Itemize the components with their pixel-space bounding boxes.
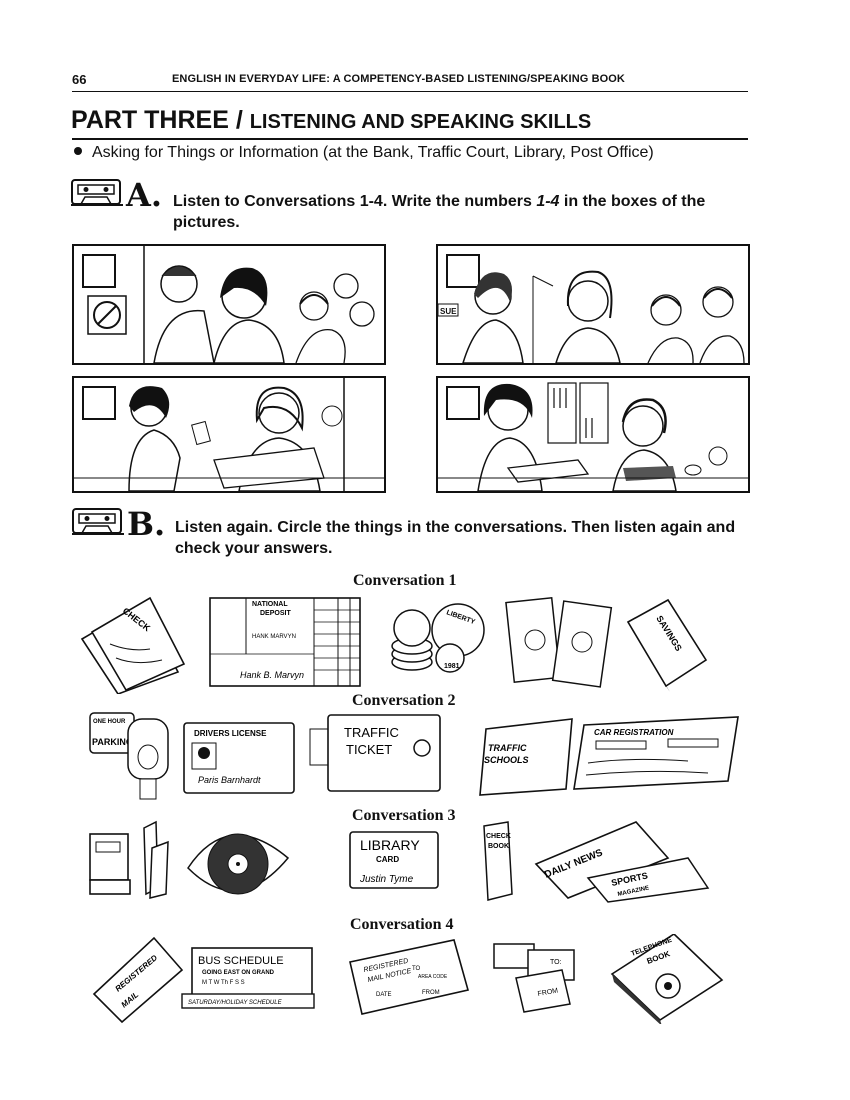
section-a-instruction-numbers: 1-4 <box>536 193 560 210</box>
page-number: 66 <box>72 72 87 87</box>
schools-label-2: SCHOOLS <box>484 755 529 765</box>
checkbook-label-2: BOOK <box>488 843 509 850</box>
section-b-instruction: Listen again. Circle the things in the c… <box>175 519 736 557</box>
picture-post-office-scene <box>436 376 750 493</box>
traffic-ticket-item[interactable]: TRAFFIC TICKET <box>309 714 441 792</box>
records-item[interactable] <box>187 833 290 895</box>
bus-schedule-item[interactable]: BUS SCHEDULE GOING EAST ON GRAND M T W T… <box>181 947 315 1009</box>
traffic-court-illustration: SUE <box>438 270 745 363</box>
answer-box-2[interactable] <box>446 254 480 288</box>
library-scene-illustration <box>74 378 384 491</box>
conversation-3-label: Conversation 3 <box>352 807 456 824</box>
library-card-item[interactable]: LIBRARY CARD Justin Tyme <box>349 831 439 889</box>
part-title: PART THREE / LISTENING AND SPEAKING SKIL… <box>71 106 591 135</box>
schools-label-1: TRAFFIC <box>488 743 527 753</box>
ticket-label-2: TICKET <box>346 742 392 757</box>
meter-label-1: ONE HOUR <box>93 719 126 725</box>
picture-library-scene <box>72 376 386 493</box>
deposit-slip-item[interactable]: NATIONAL DEPOSIT HANK MARVYN Hank B. Mar… <box>209 597 361 687</box>
header-rule <box>72 91 748 92</box>
section-a-letter: A. <box>126 176 162 214</box>
picture-bank-scene <box>72 244 386 365</box>
cash-item[interactable] <box>505 596 613 688</box>
conversation-3-items: LIBRARY CARD Justin Tyme CHECK BOOK DAIL… <box>89 820 710 903</box>
skill-bullet-text: Asking for Things or Information (at the… <box>92 144 654 161</box>
cassette-icon <box>71 179 123 206</box>
license-signature: Paris Barnhardt <box>198 775 261 785</box>
answer-box-4[interactable] <box>446 386 480 420</box>
part-title-main: PART THREE <box>71 106 229 134</box>
bus-schedule-days: M T W Th F S S <box>202 980 245 986</box>
notice-to: TO <box>412 966 421 972</box>
skill-bullet: Asking for Things or Information (at the… <box>72 144 654 162</box>
notice-area-code: AREA CODE <box>418 974 448 980</box>
traffic-schools-item[interactable]: TRAFFIC SCHOOLS <box>479 718 573 796</box>
checkbook-label-1: CHECK <box>486 833 511 840</box>
conversation-4-label: Conversation 4 <box>350 916 454 933</box>
package-to: TO: <box>550 959 562 966</box>
telephone-book-item[interactable]: TELEPHONE BOOK <box>610 934 724 1024</box>
section-a-instruction: Listen to Conversations 1-4. Write the n… <box>173 191 753 233</box>
conversation-1-items: CHECK NATIONAL DEPOSIT HANK MARVYN Hank … <box>80 596 708 694</box>
deposit-signature: Hank B. Marvyn <box>240 670 304 680</box>
section-a-instruction-part1: Listen to Conversations 1-4. Write the n… <box>173 193 537 210</box>
car-registration-item[interactable]: CAR REGISTRATION <box>573 716 739 790</box>
registered-mail-item[interactable]: REGISTERED MAIL <box>92 936 184 1024</box>
books-item[interactable] <box>89 820 169 899</box>
conversation-4-items: REGISTERED MAIL BUS SCHEDULE GOING EAST … <box>92 934 724 1024</box>
picture-traffic-court-scene: SUE <box>436 244 750 365</box>
coin-year: 1981 <box>444 663 460 670</box>
package-from: FROM <box>537 987 559 998</box>
library-card-label: LIBRARY <box>360 837 420 853</box>
conversation-2-label: Conversation 2 <box>352 692 456 709</box>
conversation-2-items: ONE HOUR PARKING DRIVERS LICENSE Paris B… <box>89 712 739 800</box>
name-tag-sue: SUE <box>440 307 457 316</box>
notice-from: FROM <box>422 990 440 996</box>
library-card-sub: CARD <box>376 855 399 864</box>
part-rule <box>72 138 748 140</box>
packages-item[interactable]: TO: FROM <box>493 943 575 1013</box>
section-a-instruction-part2: in the boxes of the pictures. <box>173 193 706 231</box>
bus-schedule-route: GOING EAST ON GRAND <box>202 970 275 976</box>
part-title-separator: / <box>228 106 250 134</box>
answer-box-1[interactable] <box>82 254 116 288</box>
newspaper-magazine-item[interactable]: DAILY NEWS SPORTS MAGAZINE <box>534 821 710 903</box>
registration-label: CAR REGISTRATION <box>594 728 674 737</box>
deposit-subtitle: DEPOSIT <box>260 610 291 617</box>
mail-notice-item[interactable]: REGISTERED MAIL NOTICE DATE TO AREA CODE… <box>349 939 469 1015</box>
savings-book-item[interactable]: SAVINGS <box>626 598 708 692</box>
coins-item[interactable]: LIBERTY 1981 <box>391 603 485 673</box>
meter-label-2: PARKING <box>92 737 133 747</box>
ticket-label-1: TRAFFIC <box>344 725 399 740</box>
bus-schedule-title: BUS SCHEDULE <box>198 955 284 967</box>
section-b-letter: B. <box>127 505 166 543</box>
bank-scene-illustration <box>87 246 375 363</box>
bullet-dot <box>74 147 82 155</box>
bus-schedule-footer: SATURDAY/HOLIDAY SCHEDULE <box>188 1000 283 1006</box>
cassette-icon-b <box>72 508 124 535</box>
checkbook-item[interactable]: CHECK BOOK <box>483 821 513 901</box>
license-label: DRIVERS LICENSE <box>194 729 267 738</box>
library-card-signature: Justin Tyme <box>359 874 414 885</box>
post-office-illustration <box>438 382 748 491</box>
notice-date: DATE <box>376 992 392 998</box>
conversation-1-label: Conversation 1 <box>353 572 457 589</box>
answer-box-3[interactable] <box>82 386 116 420</box>
check-item[interactable]: CHECK <box>80 596 186 694</box>
drivers-license-item[interactable]: DRIVERS LICENSE Paris Barnhardt <box>183 722 295 794</box>
parking-meter-item[interactable]: ONE HOUR PARKING <box>89 712 169 800</box>
deposit-title: NATIONAL <box>252 601 288 608</box>
book-title: ENGLISH IN EVERYDAY LIFE: A COMPETENCY-B… <box>172 73 625 85</box>
deposit-name: HANK MARVYN <box>252 634 296 640</box>
part-subtitle: LISTENING AND SPEAKING SKILLS <box>249 111 592 133</box>
